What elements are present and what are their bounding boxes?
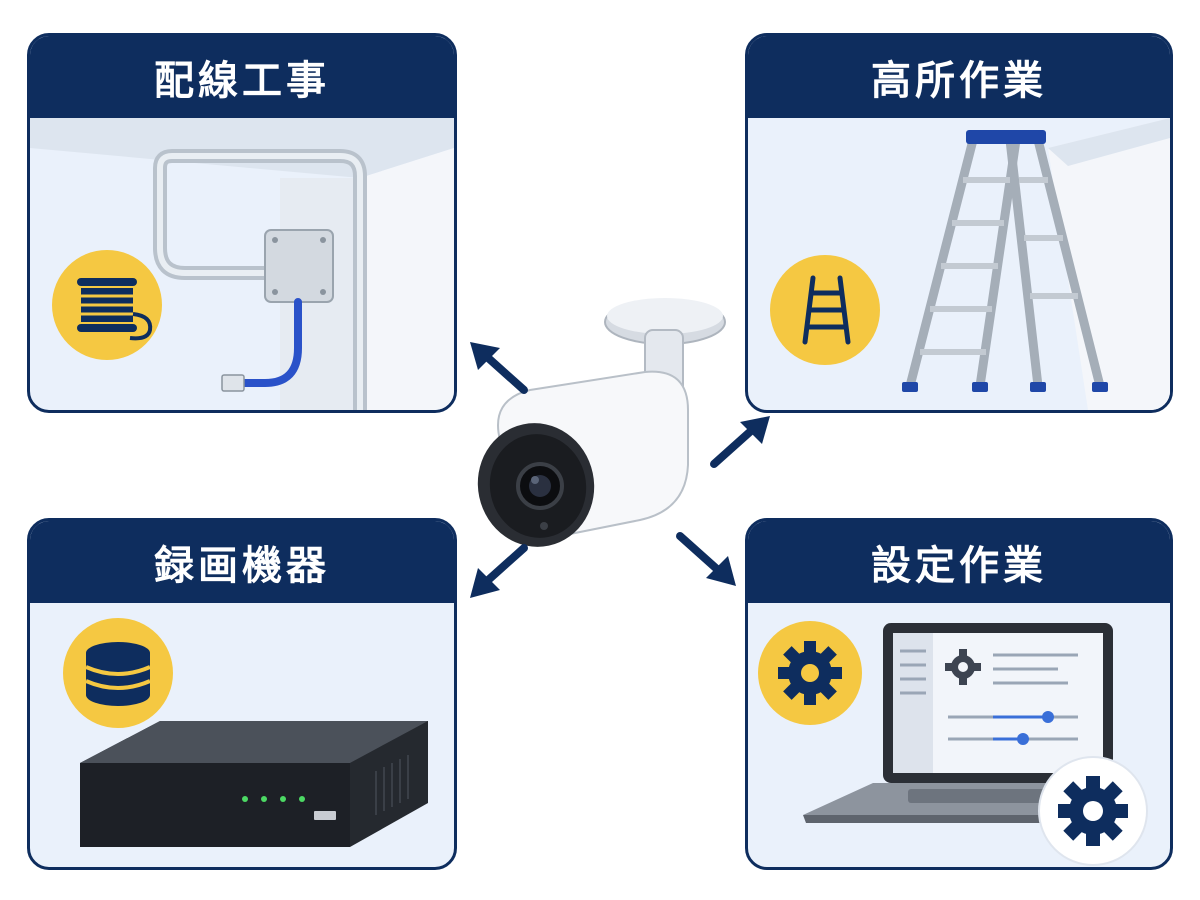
lan-cable — [221, 298, 302, 392]
arrow-to-wiring — [470, 342, 528, 394]
card-wiring-work: 配線工事 — [27, 33, 457, 413]
card-title: 録画機器 — [154, 543, 330, 589]
card-body — [748, 118, 1170, 410]
arrow-to-setup — [676, 532, 736, 586]
card-title: 高所作業 — [871, 58, 1047, 104]
card-high-place-work: 高所作業 — [745, 33, 1173, 413]
recorder-box — [80, 721, 428, 847]
card-header: 配線工事 — [30, 36, 454, 118]
card-recording-device: 録画機器 — [27, 518, 457, 870]
card-body — [30, 603, 454, 867]
recorder-illustration — [63, 618, 428, 847]
gear-icon — [1038, 756, 1148, 866]
laptop-illustration — [758, 621, 1148, 866]
arrow-to-recorder — [470, 544, 528, 598]
wiring-illustration — [30, 118, 454, 410]
stepladder — [902, 130, 1108, 392]
junction-box — [264, 229, 334, 303]
card-title: 配線工事 — [154, 58, 330, 104]
ladder-icon — [770, 255, 880, 365]
card-header: 録画機器 — [30, 521, 454, 603]
card-title: 設定作業 — [871, 543, 1047, 589]
arrow-to-high-place — [710, 416, 770, 468]
ladder-illustration — [770, 118, 1170, 410]
card-setup-work: 設定作業 — [745, 518, 1173, 870]
card-header: 設定作業 — [748, 521, 1170, 603]
laptop — [803, 623, 1143, 823]
cable-reel-icon — [52, 250, 162, 360]
card-body — [748, 603, 1170, 867]
security-camera — [477, 298, 726, 547]
card-header: 高所作業 — [748, 36, 1170, 118]
database-icon — [63, 618, 173, 728]
gear-icon — [758, 621, 862, 725]
card-body — [30, 118, 454, 410]
